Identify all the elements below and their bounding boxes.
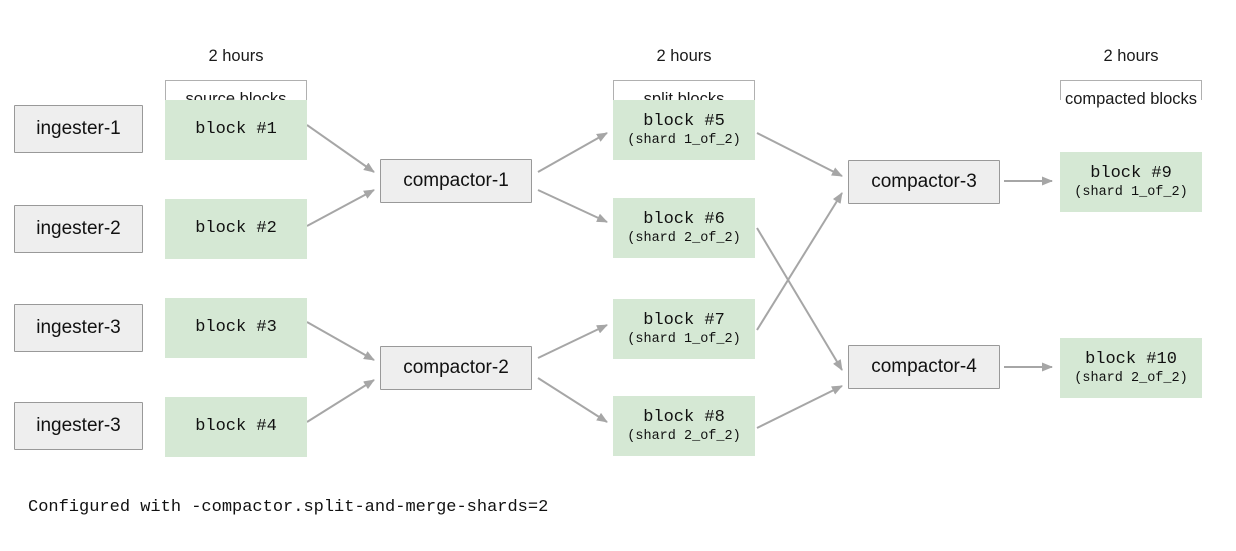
ingester-label: ingester-3 (36, 414, 121, 436)
block-label: block #9 (1090, 163, 1172, 183)
split-block-5[interactable]: block #5 (shard 1_of_2) (613, 100, 755, 160)
compactor-label: compactor-3 (871, 170, 977, 192)
ingester-label: ingester-2 (36, 217, 121, 239)
compacted-block-10[interactable]: block #10 (shard 2_of_2) (1060, 338, 1202, 398)
ingester-node-2[interactable]: ingester-2 (14, 205, 143, 253)
compactor-node-3[interactable]: compactor-3 (848, 160, 1000, 204)
block-shard-label: (shard 2_of_2) (627, 230, 741, 246)
ingester-node-1[interactable]: ingester-1 (14, 105, 143, 153)
column-header-source-line1: 2 hours (208, 46, 264, 65)
compactor-node-1[interactable]: compactor-1 (380, 159, 532, 203)
block-label: block #4 (195, 416, 277, 436)
source-block-4[interactable]: block #4 (165, 397, 307, 457)
column-header-split-line1: 2 hours (656, 46, 712, 65)
source-block-3[interactable]: block #3 (165, 298, 307, 358)
ingester-node-4[interactable]: ingester-3 (14, 402, 143, 450)
block-label: block #6 (643, 209, 725, 229)
source-block-1[interactable]: block #1 (165, 100, 307, 160)
block-label: block #2 (195, 218, 277, 238)
block-label: block #3 (195, 317, 277, 337)
block-label: block #1 (195, 119, 277, 139)
compactor-node-2[interactable]: compactor-2 (380, 346, 532, 390)
block-label: block #7 (643, 310, 725, 330)
block-label: block #10 (1085, 349, 1177, 369)
ingester-label: ingester-3 (36, 316, 121, 338)
split-block-8[interactable]: block #8 (shard 2_of_2) (613, 396, 755, 456)
block-label: block #8 (643, 407, 725, 427)
compactor-label: compactor-4 (871, 355, 977, 377)
block-shard-label: (shard 2_of_2) (627, 428, 741, 444)
ingester-label: ingester-1 (36, 117, 121, 139)
diagram-caption: Configured with -compactor.split-and-mer… (28, 498, 549, 517)
column-header-compacted-line2: compacted blocks (1064, 90, 1198, 109)
compacted-block-9[interactable]: block #9 (shard 1_of_2) (1060, 152, 1202, 212)
compactor-label: compactor-1 (403, 169, 509, 191)
compactor-label: compactor-2 (403, 356, 509, 378)
ingester-node-3[interactable]: ingester-3 (14, 304, 143, 352)
bracket-source (165, 80, 307, 100)
column-header-compacted-line1: 2 hours (1103, 46, 1159, 65)
compactor-node-4[interactable]: compactor-4 (848, 345, 1000, 389)
split-block-6[interactable]: block #6 (shard 2_of_2) (613, 198, 755, 258)
block-shard-label: (shard 1_of_2) (627, 331, 741, 347)
block-shard-label: (shard 2_of_2) (1074, 370, 1188, 386)
column-header-compacted: 2 hours compacted blocks (1036, 24, 1226, 133)
block-shard-label: (shard 1_of_2) (1074, 184, 1188, 200)
split-block-7[interactable]: block #7 (shard 1_of_2) (613, 299, 755, 359)
bracket-compacted (1060, 80, 1202, 100)
source-block-2[interactable]: block #2 (165, 199, 307, 259)
block-shard-label: (shard 1_of_2) (627, 132, 741, 148)
block-label: block #5 (643, 111, 725, 131)
bracket-split (613, 80, 755, 100)
